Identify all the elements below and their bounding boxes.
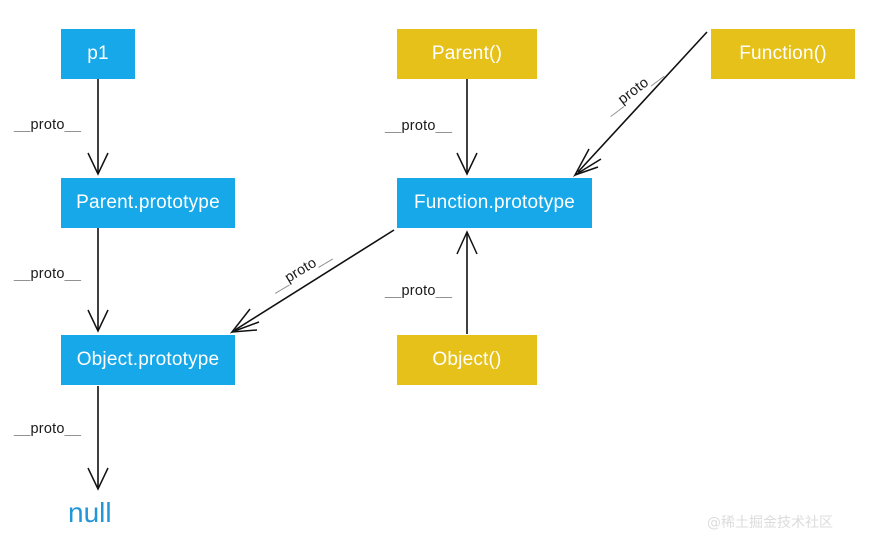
edge-label-prefix: __	[14, 421, 31, 437]
edge-label-core: proto	[30, 421, 65, 437]
node-parent-constructor[interactable]: Parent()	[397, 29, 537, 79]
node-parent-prototype-label: Parent.prototype	[76, 192, 220, 213]
edge-label-suffix: __	[435, 118, 453, 134]
edge-label-prefix: __	[14, 266, 31, 282]
node-object-prototype-label: Object.prototype	[76, 349, 220, 370]
node-parent-constructor-label: Parent()	[431, 43, 503, 64]
node-function-constructor[interactable]: Function()	[711, 29, 855, 79]
node-p1[interactable]: p1	[61, 29, 135, 79]
node-function-prototype[interactable]: Function.prototype	[397, 178, 592, 228]
node-function-prototype-label: Function.prototype	[414, 192, 575, 213]
edge-parent-prototype-to-object-prototype	[87, 228, 109, 333]
node-p1-label: p1	[87, 43, 109, 64]
edge-label-suffix: __	[64, 421, 82, 437]
edge-object-fn-to-function-prototype	[456, 230, 478, 334]
edge-label-suffix: __	[64, 266, 82, 282]
node-null-value-label: null	[68, 497, 112, 528]
edge-function-fn-to-function-prototype	[573, 31, 708, 178]
node-parent-prototype[interactable]: Parent.prototype	[61, 178, 235, 228]
edge-label-p1-to-parent-prototype: __proto__	[14, 117, 81, 133]
edge-label-core: proto	[401, 283, 436, 299]
edge-label-suffix: __	[64, 117, 82, 133]
edge-label-parent-prototype-to-object-prototype: __proto__	[14, 266, 81, 282]
edge-label-prefix: __	[14, 117, 31, 133]
node-null-value: null	[68, 497, 112, 529]
edge-label-prefix: __	[385, 283, 402, 299]
edge-object-prototype-to-null	[87, 386, 109, 491]
node-object-prototype[interactable]: Object.prototype	[61, 335, 235, 385]
edge-label-core: proto	[30, 266, 65, 282]
watermark: @稀土掘金技术社区	[707, 515, 833, 531]
edge-label-core: proto	[401, 118, 436, 134]
edge-p1-to-parent-prototype	[87, 79, 109, 176]
edge-label-core: proto	[30, 117, 65, 133]
edge-function-prototype-to-object-prototype	[229, 229, 395, 334]
edge-label-prefix: __	[385, 118, 402, 134]
node-function-constructor-label: Function()	[739, 43, 827, 64]
edge-label-object-fn-to-function-prototype: __proto__	[385, 283, 452, 299]
node-object-constructor[interactable]: Object()	[397, 335, 537, 385]
node-object-constructor-label: Object()	[432, 349, 502, 370]
edge-parent-fn-to-function-prototype	[456, 79, 478, 176]
edge-label-parent-fn-to-function-prototype: __proto__	[385, 118, 452, 134]
edge-label-object-prototype-to-null: __proto__	[14, 421, 81, 437]
edge-label-suffix: __	[435, 283, 453, 299]
